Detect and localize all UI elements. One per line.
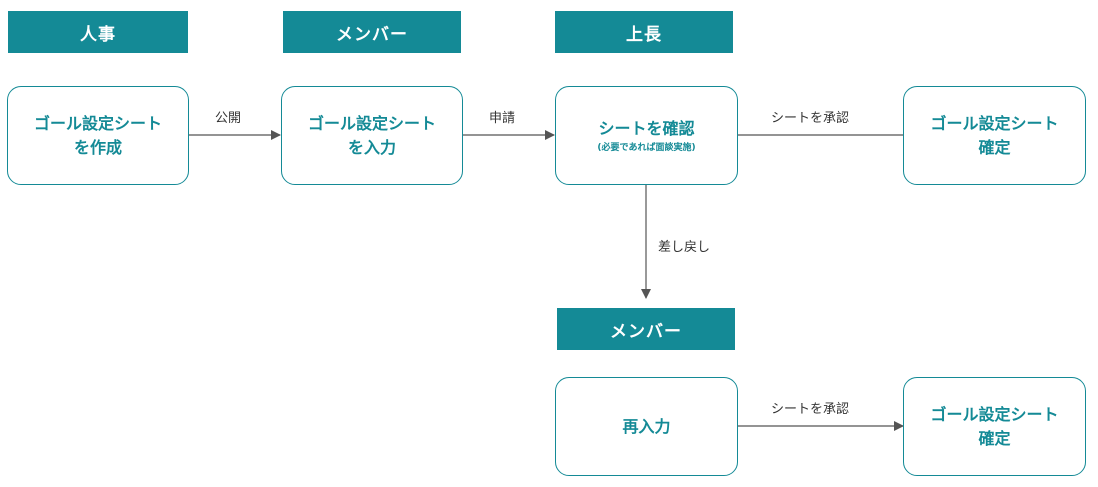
node-input-line2: を入力 (347, 137, 396, 157)
role-header-member: メンバー (283, 11, 461, 53)
node-confirm-sheet-2: ゴール設定シート 確定 (903, 377, 1086, 476)
node-confirm-sheet: ゴール設定シート 確定 (903, 86, 1086, 185)
node-review-sheet: シートを確認 (必要であれば面談実施) (555, 86, 738, 185)
node-confirm2-line2: 確定 (978, 428, 1011, 448)
node-review-line1: シートを確認 (598, 118, 695, 138)
edge-label-approve-2: シートを承認 (771, 402, 850, 417)
node-input-line1: ゴール設定シート (307, 113, 436, 133)
node-confirm-line2: 確定 (978, 137, 1011, 157)
node-confirm2-line1: ゴール設定シート (930, 404, 1059, 424)
node-reinput-line1: 再入力 (622, 416, 671, 436)
edge-label-apply: 申請 (489, 111, 516, 126)
edge-label-publish: 公開 (215, 111, 242, 126)
node-reinput: 再入力 (555, 377, 738, 476)
role-header-member-return: メンバー (557, 308, 735, 350)
node-create-line1: ゴール設定シート (33, 113, 162, 133)
edge-label-approve: シートを承認 (771, 111, 850, 126)
role-header-hr: 人事 (8, 11, 188, 53)
role-header-manager: 上長 (555, 11, 733, 53)
node-confirm-line1: ゴール設定シート (930, 113, 1059, 133)
node-input-sheet: ゴール設定シート を入力 (281, 86, 463, 185)
node-create-line2: を作成 (73, 137, 122, 157)
node-review-sub: (必要であれば面談実施) (597, 142, 696, 153)
edge-label-return: 差し戻し (658, 240, 711, 255)
node-create-sheet: ゴール設定シート を作成 (7, 86, 189, 185)
